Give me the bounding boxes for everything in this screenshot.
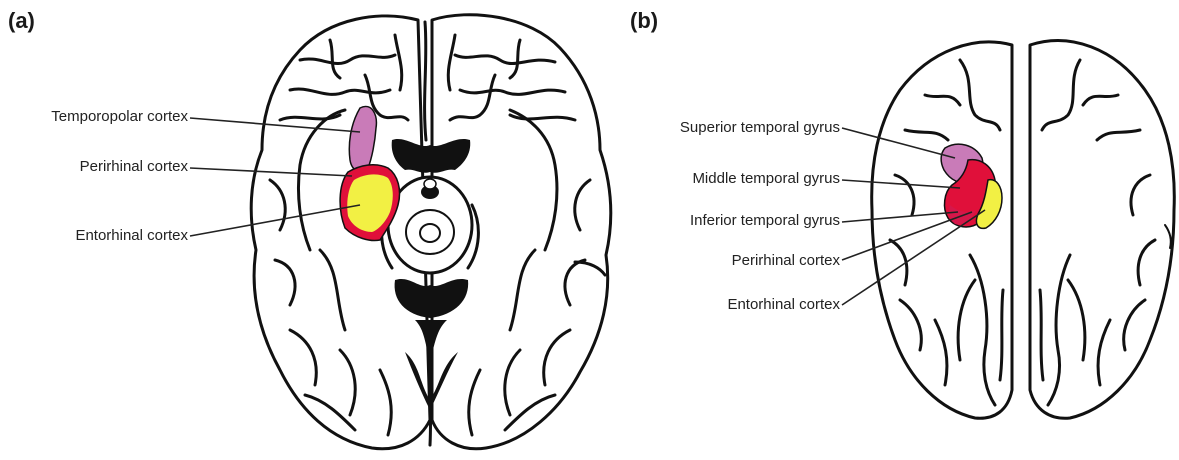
label-perirhinal-cortex-b: Perirhinal cortex	[610, 252, 840, 270]
label-perirhinal-cortex-a: Perirhinal cortex	[8, 158, 188, 176]
label-entorhinal-cortex-a: Entorhinal cortex	[8, 227, 188, 245]
longitudinal-fissure	[425, 22, 426, 140]
label-entorhinal-cortex-b: Entorhinal cortex	[610, 296, 840, 314]
left-hemisphere-outline-b	[872, 42, 1012, 418]
label-inferior-temporal-gyrus: Inferior temporal gyrus	[610, 212, 840, 230]
label-temporopolar-cortex: Temporopolar cortex	[8, 108, 188, 126]
label-middle-temporal-gyrus: Middle temporal gyrus	[610, 170, 840, 188]
label-superior-temporal-gyrus: Superior temporal gyrus	[610, 119, 840, 137]
brain-ventral-view	[190, 15, 611, 449]
brain-frontal-view	[842, 41, 1174, 419]
